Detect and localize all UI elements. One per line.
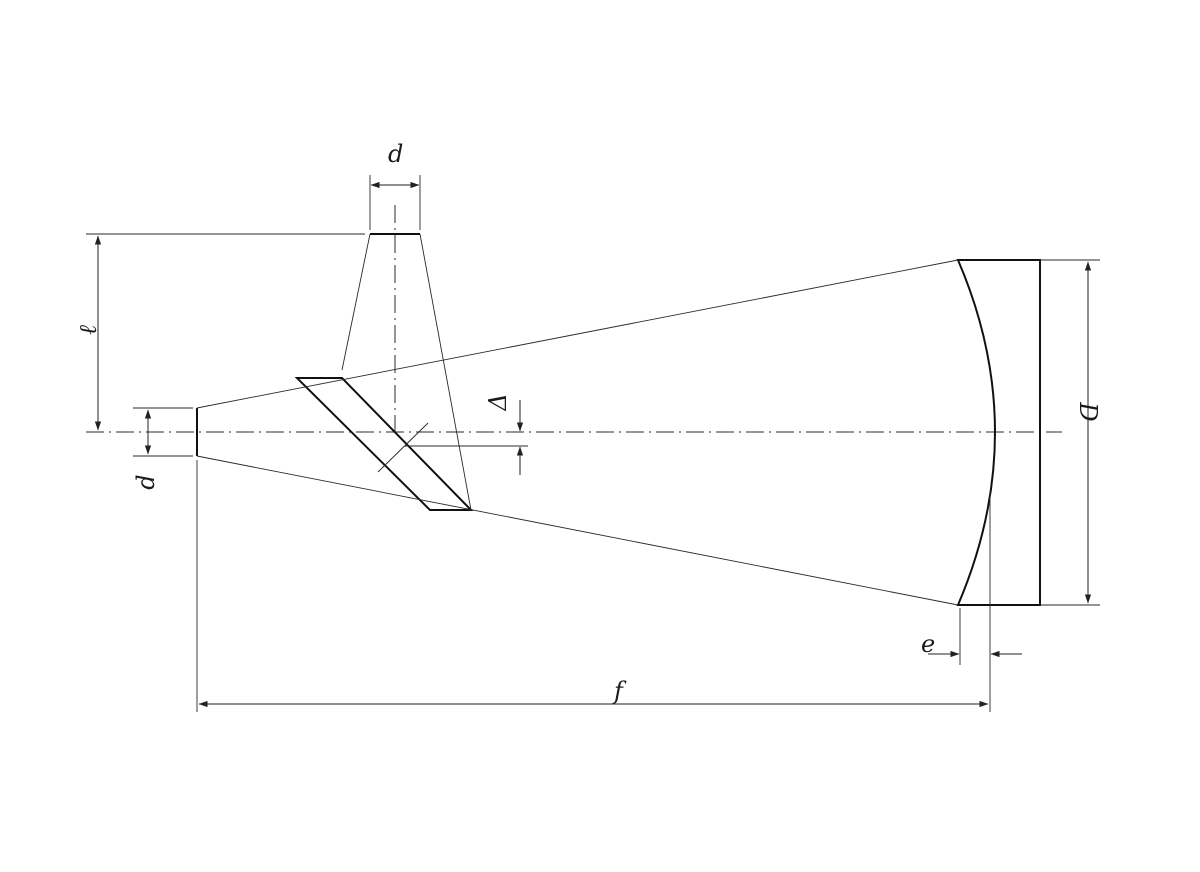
label-D: D xyxy=(1074,401,1102,421)
label-e: e xyxy=(921,630,935,658)
light-rays xyxy=(196,233,959,606)
label-l: ℓ xyxy=(74,325,102,335)
label-delta: Δ xyxy=(484,393,512,411)
plate-normal xyxy=(377,422,429,473)
label-f: f xyxy=(612,677,627,705)
primary-mirror xyxy=(956,259,1041,606)
extension-lines xyxy=(86,175,1100,712)
label-d-left: d xyxy=(132,474,160,489)
label-d-top: d xyxy=(388,140,403,168)
diagonal-plate xyxy=(294,377,474,511)
